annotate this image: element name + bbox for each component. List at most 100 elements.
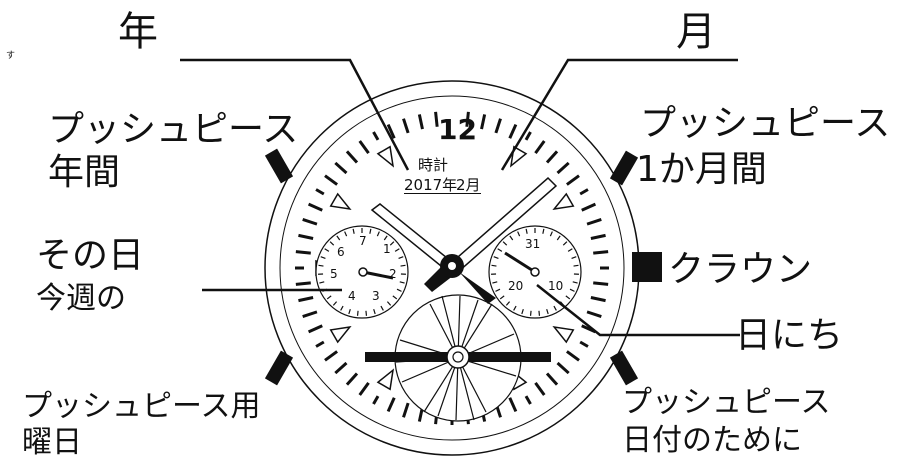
minute-tick bbox=[386, 397, 396, 413]
subdial-tick bbox=[340, 305, 344, 311]
subdial-tick bbox=[348, 309, 351, 315]
day-label-line2: 今週の bbox=[36, 281, 126, 316]
year-leader bbox=[180, 58, 410, 171]
minute-tick bbox=[545, 150, 559, 164]
subdial-tick bbox=[572, 281, 578, 284]
push-year-label-line2: 年間 bbox=[48, 152, 121, 193]
date-subdial-hand bbox=[504, 251, 536, 274]
day-label-line1: その日 bbox=[36, 235, 145, 276]
minute-tick bbox=[315, 188, 325, 196]
minute-tick bbox=[324, 350, 339, 362]
hands-pivot-center bbox=[448, 262, 456, 270]
minute-tick bbox=[508, 123, 518, 139]
weekday-number-2: 2 bbox=[389, 267, 397, 281]
year-label: 年 bbox=[118, 9, 158, 55]
weekday-number-1: 1 bbox=[383, 242, 391, 256]
subdial-tick bbox=[398, 256, 404, 260]
subdial-tick bbox=[344, 231, 348, 237]
minute-tick bbox=[508, 397, 518, 413]
minute-tick bbox=[593, 281, 609, 286]
subdial-tick bbox=[386, 301, 392, 306]
weekday-subdial-pivot bbox=[358, 267, 368, 277]
subdial-tick bbox=[396, 288, 402, 292]
minute-tick bbox=[334, 361, 348, 375]
subdial-tick bbox=[499, 295, 505, 300]
subdial-tick bbox=[502, 241, 508, 246]
minute-tick bbox=[298, 233, 314, 240]
date-number-31: 31 bbox=[525, 237, 541, 251]
minute-tick bbox=[565, 174, 580, 186]
leader-lines bbox=[180, 58, 740, 337]
subdial-tick bbox=[383, 235, 388, 241]
hour-marker bbox=[552, 192, 575, 211]
subdial-tick bbox=[365, 310, 368, 316]
dial-center-year: 2017年 bbox=[404, 176, 458, 194]
subdial-tick bbox=[549, 231, 553, 237]
subdial-tick bbox=[542, 228, 545, 234]
minute-tick bbox=[565, 350, 580, 362]
date-number-20: 20 bbox=[508, 279, 524, 293]
minute-tick bbox=[534, 381, 546, 396]
minute-tick bbox=[524, 131, 532, 141]
push-weekday-label-line2: 曜日 bbox=[22, 425, 82, 460]
subdial-tick bbox=[546, 309, 549, 315]
weekday-number-7: 7 bbox=[359, 234, 367, 248]
minute-tick bbox=[581, 202, 597, 212]
hour-marker bbox=[376, 368, 395, 391]
weekday-number-5: 5 bbox=[330, 267, 338, 281]
hour-marker bbox=[329, 192, 352, 211]
subdial-tick bbox=[497, 248, 503, 252]
minute-tick bbox=[295, 250, 311, 255]
subdial-tick bbox=[336, 235, 341, 241]
minute-tick bbox=[417, 114, 424, 130]
minute-tick bbox=[579, 188, 589, 196]
minute-tick bbox=[579, 340, 589, 348]
minute-tick bbox=[556, 161, 570, 175]
minute-tick bbox=[315, 340, 325, 348]
subdial-tick bbox=[517, 231, 521, 237]
month-label: 月 bbox=[676, 9, 716, 55]
subdial-tick bbox=[495, 288, 501, 292]
minute-tick bbox=[494, 118, 502, 134]
minute-tick bbox=[465, 111, 470, 127]
minute-tick bbox=[298, 296, 314, 303]
minute-tick bbox=[302, 218, 318, 226]
minute-tick bbox=[386, 123, 396, 139]
minute-tick bbox=[372, 131, 380, 141]
date-subdial-pivot bbox=[530, 267, 540, 277]
subdial-tick bbox=[380, 305, 384, 311]
subdial-tick bbox=[326, 295, 332, 300]
subdial-tick bbox=[521, 309, 524, 315]
hour-marker bbox=[552, 325, 575, 344]
minute-tick bbox=[480, 114, 487, 130]
subdial-tick bbox=[529, 310, 532, 316]
month-leader bbox=[500, 58, 738, 171]
watch-bezel bbox=[279, 95, 625, 441]
minute-tick bbox=[334, 161, 348, 175]
minute-tick bbox=[593, 250, 609, 255]
hour-marker bbox=[329, 325, 352, 344]
minute-tick bbox=[358, 140, 370, 155]
minute-tick bbox=[590, 233, 606, 240]
subdial-tick bbox=[332, 301, 338, 306]
subdial-tick bbox=[319, 281, 325, 284]
subdial-tick bbox=[567, 248, 573, 252]
push-piece-weekday bbox=[264, 350, 294, 386]
minute-tick bbox=[534, 140, 546, 155]
date-number-10: 10 bbox=[548, 279, 564, 293]
minute-tick bbox=[307, 324, 323, 334]
balance-center-inner bbox=[452, 351, 464, 363]
minute-tick bbox=[402, 402, 410, 418]
dial-twelve: 12 bbox=[438, 113, 477, 146]
dial-center-line1: 時計 bbox=[418, 156, 449, 174]
push-date-label-line1: プッシュピース bbox=[622, 385, 831, 420]
subdial-tick bbox=[573, 264, 579, 267]
weekday-subdial-hand bbox=[362, 270, 394, 280]
minute-tick bbox=[295, 281, 311, 286]
subdial-tick bbox=[320, 256, 326, 260]
minute-tick bbox=[545, 372, 559, 386]
subdial-tick bbox=[556, 235, 561, 241]
crown-label: クラウン bbox=[668, 249, 813, 290]
subdial-tick bbox=[373, 309, 376, 315]
